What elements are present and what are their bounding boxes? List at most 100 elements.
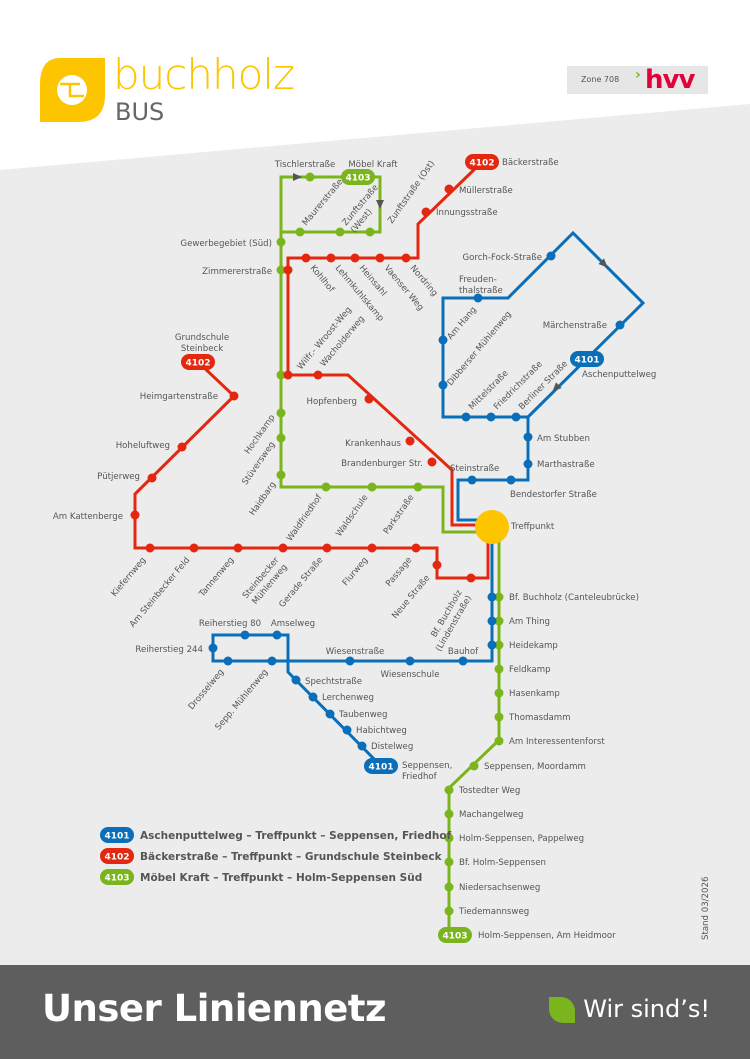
stop-label: Pütjerweg: [97, 472, 140, 482]
stop-marker[interactable]: [494, 688, 504, 698]
stop-marker[interactable]: [145, 543, 155, 553]
stop-marker[interactable]: [295, 227, 305, 237]
stop-marker[interactable]: [494, 592, 504, 602]
stop-label: Seppensen,Friedhof: [402, 761, 452, 782]
stop-marker[interactable]: [276, 470, 286, 480]
stop-marker[interactable]: [438, 380, 448, 390]
stop-marker[interactable]: [469, 761, 479, 771]
stop-marker[interactable]: [291, 675, 301, 685]
stop-marker[interactable]: [411, 543, 421, 553]
stop-marker[interactable]: [487, 640, 497, 650]
stop-marker[interactable]: [342, 725, 352, 735]
line-4101-north: [441, 230, 646, 522]
line-4103-north: [279, 475, 485, 534]
stop-marker[interactable]: [305, 172, 315, 182]
stop-marker[interactable]: [494, 640, 504, 650]
stop-marker[interactable]: [325, 709, 335, 719]
stop-marker[interactable]: [487, 616, 497, 626]
stop-marker[interactable]: [405, 656, 415, 666]
stop-marker[interactable]: [523, 459, 533, 469]
stop-marker[interactable]: [301, 253, 311, 263]
stop-marker[interactable]: [615, 320, 625, 330]
stop-marker[interactable]: [267, 656, 277, 666]
stop-marker[interactable]: [276, 237, 286, 247]
stop-marker[interactable]: [283, 265, 293, 275]
brand-sub: BUS: [115, 98, 165, 126]
badge-4103-north[interactable]: [341, 169, 375, 185]
stop-marker[interactable]: [413, 482, 423, 492]
stop-marker[interactable]: [130, 510, 140, 520]
stop-marker[interactable]: [367, 543, 377, 553]
stop-marker[interactable]: [401, 253, 411, 263]
stop-marker[interactable]: [494, 712, 504, 722]
stop-marker[interactable]: [506, 475, 516, 485]
stop-marker[interactable]: [335, 227, 345, 237]
stop-marker[interactable]: [473, 293, 483, 303]
stop-marker[interactable]: [240, 630, 250, 640]
stop-marker[interactable]: [350, 253, 360, 263]
stop-marker[interactable]: [432, 560, 442, 570]
stop-marker[interactable]: [177, 442, 187, 452]
stop-marker[interactable]: [444, 184, 454, 194]
stop-marker[interactable]: [272, 630, 282, 640]
stop-marker[interactable]: [494, 736, 504, 746]
stop-marker[interactable]: [427, 457, 437, 467]
badge-4101-north[interactable]: [570, 351, 604, 367]
stop-marker[interactable]: [444, 809, 454, 819]
stand-date: Stand 03/2026: [701, 877, 711, 940]
stop-label-line: Steinbeck: [181, 344, 223, 354]
stop-marker[interactable]: [357, 741, 367, 751]
stop-marker[interactable]: [276, 433, 286, 443]
stop-marker[interactable]: [405, 436, 415, 446]
stop-marker[interactable]: [467, 475, 477, 485]
stop-marker[interactable]: [461, 412, 471, 422]
badge-4102-south[interactable]: [181, 354, 215, 370]
stop-marker[interactable]: [444, 785, 454, 795]
stop-marker[interactable]: [208, 643, 218, 653]
hub-treffpunkt[interactable]: [475, 510, 509, 544]
stop-marker[interactable]: [494, 664, 504, 674]
stop-label: Niedersachsenweg: [459, 883, 540, 893]
stop-marker[interactable]: [276, 265, 286, 275]
stop-marker[interactable]: [223, 656, 233, 666]
stop-marker[interactable]: [444, 906, 454, 916]
stop-marker[interactable]: [458, 656, 468, 666]
stop-marker[interactable]: [276, 408, 286, 418]
stop-marker[interactable]: [229, 391, 239, 401]
stop-marker[interactable]: [438, 335, 448, 345]
stop-marker[interactable]: [313, 370, 323, 380]
stop-marker[interactable]: [494, 616, 504, 626]
line-4101-south: [211, 530, 494, 768]
badge-4103-south[interactable]: [438, 927, 472, 943]
stop-marker[interactable]: [523, 432, 533, 442]
stop-marker[interactable]: [308, 692, 318, 702]
stop-marker[interactable]: [546, 251, 556, 261]
stop-marker[interactable]: [364, 394, 374, 404]
stop-marker[interactable]: [321, 482, 331, 492]
stop-marker[interactable]: [233, 543, 243, 553]
stop-marker[interactable]: [511, 412, 521, 422]
stop-marker[interactable]: [367, 482, 377, 492]
stop-marker[interactable]: [278, 543, 288, 553]
badge-4101-south[interactable]: [364, 758, 398, 774]
stop-label: Brandenburger Str.: [341, 459, 423, 469]
stop-marker[interactable]: [486, 412, 496, 422]
stop-marker[interactable]: [444, 833, 454, 843]
stop-marker[interactable]: [147, 473, 157, 483]
stop-marker[interactable]: [345, 656, 355, 666]
stop-marker[interactable]: [322, 543, 332, 553]
stop-marker[interactable]: [487, 592, 497, 602]
stop-marker[interactable]: [365, 227, 375, 237]
badge-4102-north[interactable]: [465, 154, 499, 170]
stop-marker[interactable]: [276, 370, 286, 380]
stop-marker[interactable]: [375, 253, 385, 263]
stop-marker[interactable]: [444, 882, 454, 892]
stop-marker[interactable]: [421, 207, 431, 217]
stop-label: Wiesenschule: [381, 670, 440, 680]
stop-marker[interactable]: [466, 573, 476, 583]
stop-marker[interactable]: [444, 857, 454, 867]
stop-marker[interactable]: [283, 370, 293, 380]
stop-label: Bf. Holm-Seppensen: [459, 858, 546, 868]
stop-marker[interactable]: [189, 543, 199, 553]
stop-marker[interactable]: [326, 253, 336, 263]
